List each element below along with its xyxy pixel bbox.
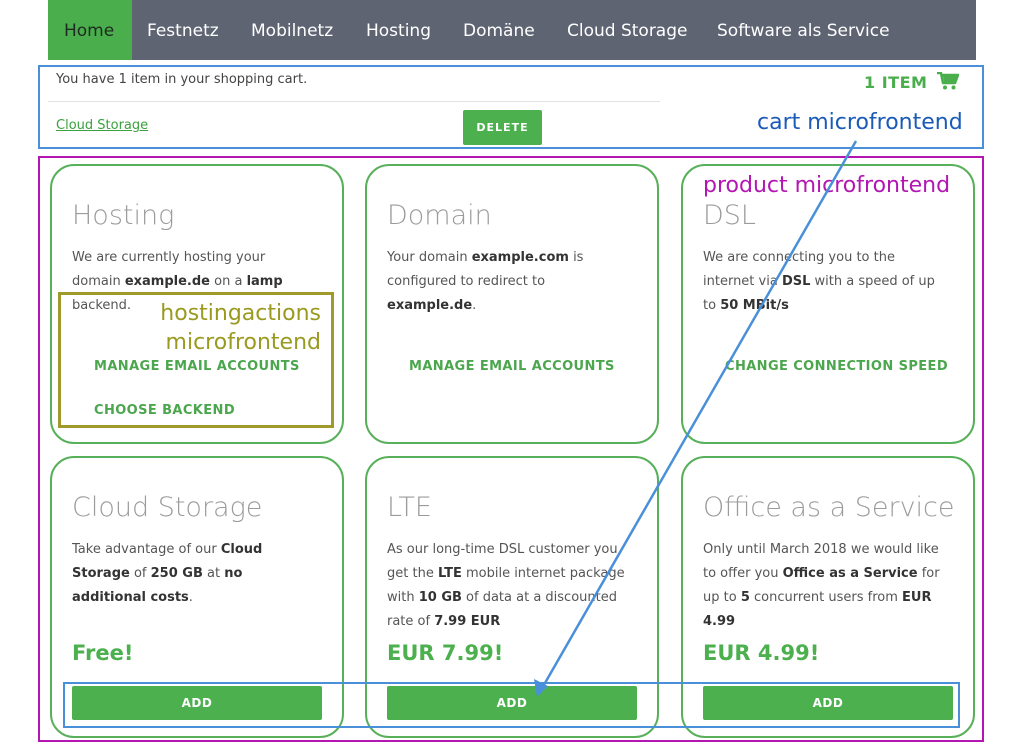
card-title: Cloud Storage	[72, 492, 263, 523]
nav-item-software-als-service[interactable]: Software als Service	[717, 21, 890, 41]
product-microfrontend-frame	[38, 156, 984, 742]
top-navigation: Home Festnetz Mobilnetz Hosting Domäne C…	[48, 0, 976, 60]
cart-microfrontend-label: cart microfrontend	[757, 110, 963, 135]
hostingactions-microfrontend-label: hostingactions microfrontend	[160, 301, 321, 355]
cart-microfrontend-frame	[38, 65, 984, 149]
cart-item-link[interactable]: Cloud Storage	[56, 118, 149, 133]
nav-item-domaene[interactable]: Domäne	[463, 21, 535, 41]
cart-divider	[48, 101, 660, 102]
nav-item-festnetz[interactable]: Festnetz	[147, 21, 219, 41]
product-microfrontend-label: product microfrontend	[703, 173, 951, 198]
nav-item-home[interactable]: Home	[48, 0, 132, 60]
choose-backend-link[interactable]: CHOOSE BACKEND	[94, 403, 236, 418]
card-price: EUR 7.99!	[387, 641, 504, 665]
nav-item-mobilnetz[interactable]: Mobilnetz	[251, 21, 334, 41]
add-to-cart-button[interactable]: ADD	[72, 686, 322, 720]
card-price: Free!	[72, 641, 134, 665]
delete-button[interactable]: DELETE	[463, 110, 542, 145]
cart-count-label: 1 ITEM	[864, 73, 928, 92]
card-title: LTE	[387, 492, 432, 523]
cart-status-text: You have 1 item in your shopping cart.	[56, 72, 308, 87]
card-description: We are currently hosting your domain exa…	[72, 250, 283, 313]
card-description: Take advantage of our Cloud Storage of 2…	[72, 542, 263, 605]
card-title: Domain	[387, 200, 492, 231]
add-buttons-frame	[63, 682, 960, 728]
product-card-cloud-storage: Cloud Storage Take advantage of our Clou…	[50, 456, 344, 738]
manage-email-accounts-link[interactable]: MANAGE EMAIL ACCOUNTS	[94, 359, 300, 374]
cart-count-button[interactable]: 1 ITEM	[864, 71, 959, 92]
product-card-hosting: Hosting We are currently hosting your do…	[50, 164, 344, 444]
add-to-cart-button[interactable]: ADD	[387, 686, 637, 720]
shopping-cart-icon	[936, 71, 959, 90]
hostingactions-microfrontend-frame	[58, 292, 334, 428]
nav-item-cloud-storage[interactable]: Cloud Storage	[567, 21, 688, 41]
card-title: Hosting	[72, 200, 175, 231]
card-description: Your domain example.com is configured to…	[387, 250, 584, 313]
add-to-cart-button[interactable]: ADD	[703, 686, 953, 720]
nav-item-hosting[interactable]: Hosting	[366, 21, 431, 41]
